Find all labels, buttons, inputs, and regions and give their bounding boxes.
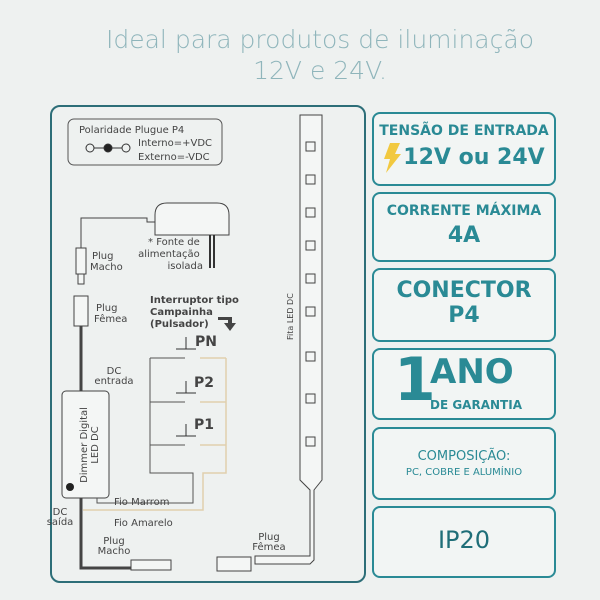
voltage-label: TENSÃO DE ENTRADA: [379, 123, 549, 139]
wire-yellow-label: Fio Amarelo: [114, 518, 173, 529]
warranty-number: 1: [394, 345, 436, 415]
wire-brown-label: Fio Marrom: [114, 497, 170, 508]
plug-male-top-icon: [75, 247, 87, 275]
spec-composition: COMPOSIÇÃO: PC, COBRE E ALUMÍNIO: [372, 427, 556, 500]
current-label: CORRENTE MÁXIMA: [386, 203, 542, 219]
ip-value: IP20: [437, 526, 491, 554]
button-p2: P2: [194, 375, 214, 391]
button-pn: PN: [195, 334, 217, 350]
plug-female-bottom-icon: [216, 556, 252, 572]
wiring-diagram-panel: [50, 105, 366, 583]
warranty-unit: ANO: [430, 352, 514, 392]
plug-male-bottom-icon: [130, 559, 172, 571]
polarity-title: Polaridade Plugue P4: [79, 125, 184, 136]
headline-line1: Ideal para produtos de iluminação: [105, 25, 534, 54]
headline: Ideal para produtos de iluminação 12V e …: [0, 24, 600, 86]
spec-ip: IP20: [372, 506, 556, 578]
button-p1: P1: [194, 417, 214, 433]
voltage-value: 12V ou 24V: [403, 145, 545, 170]
power-supply-label: * Fonte de alimentação isolada: [138, 237, 203, 272]
press-arrow-icon: [218, 317, 236, 331]
led-strip: [254, 114, 323, 565]
connector-label: CONECTOR: [396, 278, 532, 303]
dimmer-label: Dimmer DigitalLED DC: [79, 407, 101, 483]
lightning-icon: [384, 143, 401, 173]
spec-warranty: 1 ANO DE GARANTIA: [372, 348, 556, 420]
warranty-label: DE GARANTIA: [430, 398, 522, 412]
spec-connector: CONECTOR P4: [372, 268, 556, 342]
current-value: 4A: [447, 223, 481, 248]
polarity-symbol-icon: [85, 143, 131, 153]
dimmer-led-icon: [66, 483, 74, 491]
headline-line2: 12V e 24V.: [253, 56, 387, 85]
polarity-box: [67, 118, 223, 166]
composition-label: COMPOSIÇÃO:: [417, 449, 511, 464]
spec-voltage: TENSÃO DE ENTRADA 12V ou 24V: [372, 112, 556, 186]
power-supply-icon: [154, 202, 230, 236]
connector-value: P4: [448, 303, 480, 328]
dimmer-box: [61, 390, 110, 499]
spec-current: CORRENTE MÁXIMA 4A: [372, 192, 556, 262]
composition-value: PC, COBRE E ALUMÍNIO: [405, 467, 523, 478]
strip-label: Fita LED DC: [286, 293, 295, 340]
plug-female-top-icon: [73, 295, 89, 327]
polarity-internal: Interno=+VDC: [138, 138, 212, 149]
polarity-external: Externo=-VDC: [138, 152, 210, 163]
